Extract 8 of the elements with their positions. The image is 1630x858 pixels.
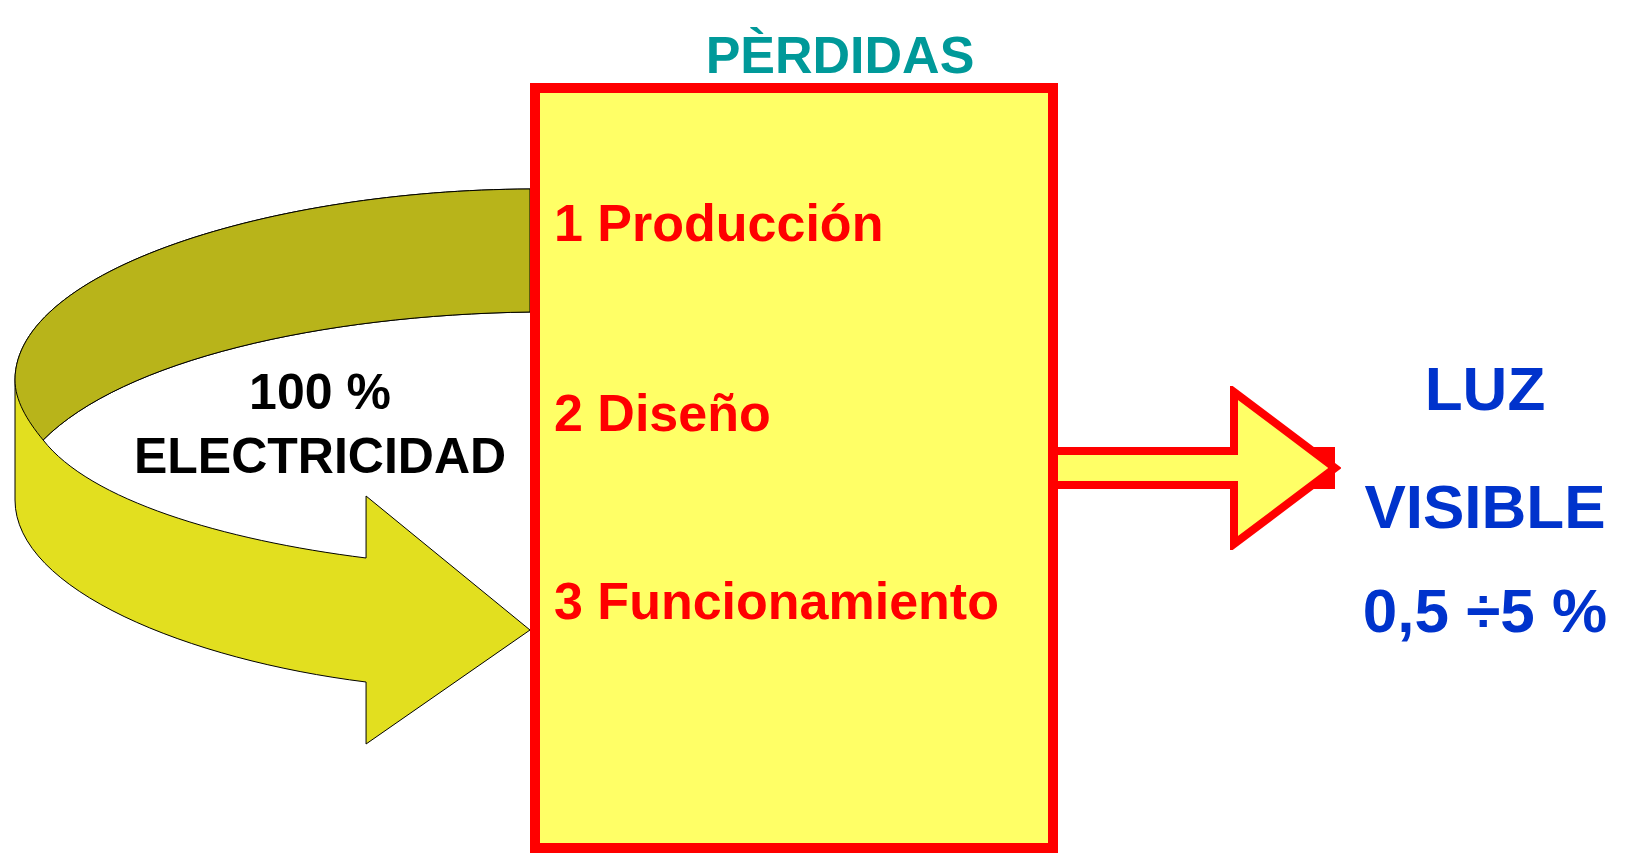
list-item-text: 3 Funcionamiento xyxy=(554,571,999,631)
percentage-text: 0,5 ÷5 % xyxy=(1361,575,1609,646)
list-item-text: 2 Diseño xyxy=(554,383,771,443)
edge-label: 100 % ELECTRICIDAD xyxy=(132,363,508,486)
output-text: LUZ VISIBLE xyxy=(1363,353,1607,543)
list-item-text: 1 Producción xyxy=(554,193,884,253)
heading-text: PÈRDIDAS xyxy=(705,25,975,85)
curved-arrow xyxy=(14,188,531,745)
